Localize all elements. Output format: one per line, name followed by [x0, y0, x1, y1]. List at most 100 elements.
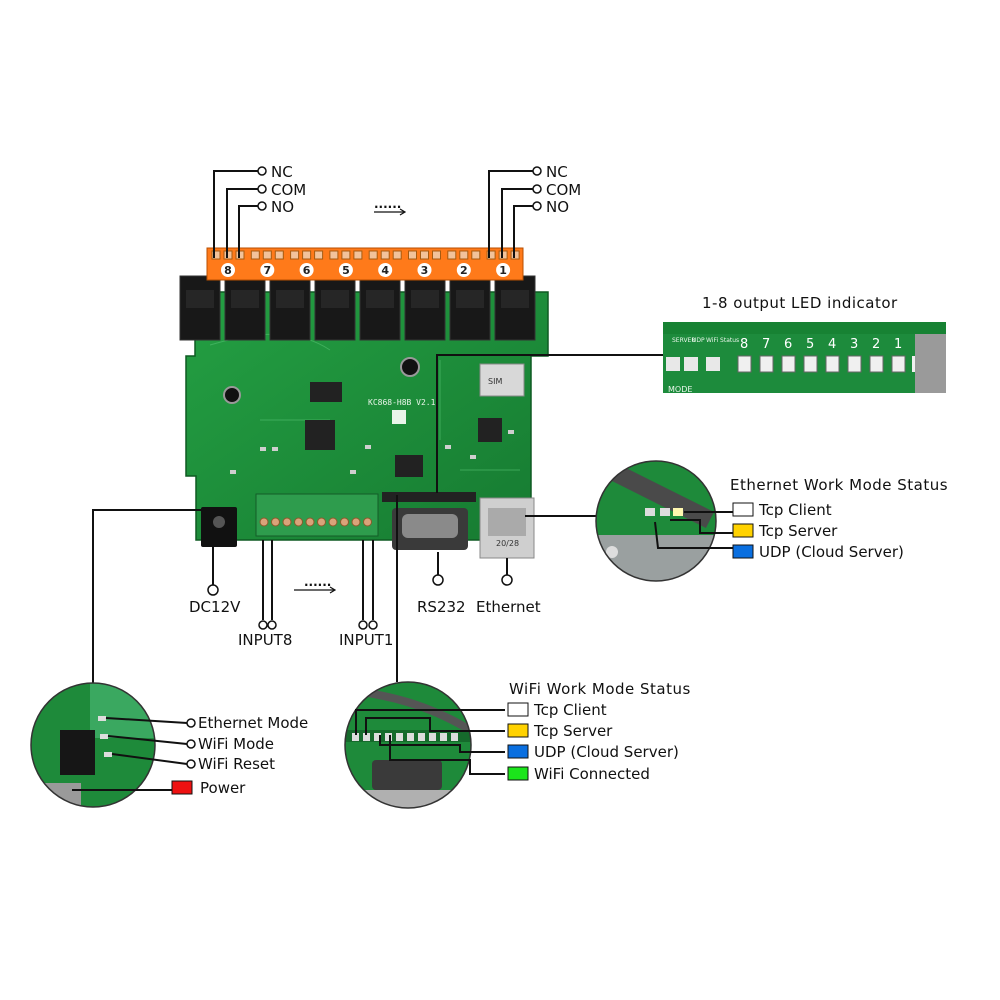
output-led — [912, 356, 915, 372]
rj45-text: 20/28 — [496, 539, 519, 548]
ethernet-status-label: Tcp Client — [758, 501, 832, 519]
output-led-number: 7 — [762, 337, 770, 352]
capacitor — [223, 386, 241, 404]
output-led — [781, 355, 796, 373]
mode-led-point — [186, 759, 196, 769]
relay-number-badge — [456, 263, 471, 277]
terminal-screw — [392, 250, 402, 260]
relay-number-badge — [417, 263, 432, 277]
ethernet-status-label: UDP (Cloud Server) — [759, 543, 904, 561]
mode-leds-lines — [72, 717, 188, 791]
rs232-label: RS232 — [417, 598, 466, 616]
svg-text:WiFi Status: WiFi Status — [706, 337, 739, 344]
input-screw — [351, 517, 361, 527]
mode-leds-callout — [92, 509, 203, 683]
power-color-swatch — [171, 780, 193, 795]
left-no-label: NO — [271, 198, 294, 216]
output-led-number: 6 — [784, 337, 792, 352]
terminal-screw — [341, 250, 351, 260]
ethernet-point — [501, 574, 513, 586]
right-com-label: COM — [546, 181, 581, 199]
terminal-screw — [302, 250, 312, 260]
pin-header — [382, 492, 476, 502]
terminal-screw — [274, 250, 284, 260]
wifi-pin — [374, 733, 381, 741]
ic-chip — [395, 455, 423, 477]
dc-jack — [201, 507, 237, 547]
terminal-screw — [471, 250, 481, 260]
output-led — [759, 355, 774, 373]
input-screw — [340, 517, 349, 527]
terminal-point — [532, 201, 542, 211]
output-led — [803, 355, 818, 373]
wifi-status-title: WiFi Work Mode Status — [509, 680, 691, 698]
input8-point — [258, 620, 268, 630]
output-led — [737, 355, 752, 373]
wifi-pin — [396, 733, 403, 741]
ethernet-status-title: Ethernet Work Mode Status — [730, 476, 948, 494]
input8-label: INPUT8 — [238, 631, 292, 649]
ethernet-status-color-swatch — [732, 544, 754, 559]
relay-label-area — [456, 290, 484, 308]
relay-ellipsis: ...... — [374, 197, 401, 211]
relay-number: 3 — [421, 264, 429, 277]
right-no-label: NO — [546, 198, 569, 216]
input-screw — [271, 517, 280, 527]
input-screw — [328, 517, 338, 527]
relay-label-area — [321, 290, 349, 308]
ethernet-status-lines — [654, 511, 733, 549]
ethernet-status-color-swatch — [732, 502, 754, 517]
terminal-screw — [447, 250, 457, 260]
wifi-status-label: WiFi Connected — [534, 765, 650, 783]
mode-led-label: WiFi Reset — [198, 755, 275, 773]
terminal-screw — [353, 250, 363, 260]
terminal-screw — [380, 250, 390, 260]
input-screw — [259, 517, 269, 527]
relay-number: 4 — [381, 264, 389, 277]
relay-number-badge — [378, 263, 393, 277]
wifi-status-color-swatch — [507, 723, 529, 738]
input-screw — [305, 517, 315, 527]
arrow-right-icon — [374, 208, 407, 216]
wifi-pin — [440, 733, 447, 741]
wifi-pin — [407, 733, 414, 741]
terminal-screw — [498, 250, 508, 260]
terminal-point — [257, 166, 267, 176]
output-led-callout — [436, 354, 663, 493]
inputs-ellipsis: ...... — [304, 575, 331, 589]
output-led-title: 1-8 output LED indicator — [702, 294, 898, 312]
bottom-callout-lines — [212, 540, 508, 620]
relay-number-badge — [221, 263, 235, 277]
output-led-number: 8 — [740, 337, 748, 352]
relay-number-badge — [260, 263, 275, 277]
input-screw — [317, 517, 326, 527]
wifi-pin — [363, 733, 370, 741]
terminal-screw — [459, 250, 469, 260]
terminal-screw — [262, 250, 272, 260]
right-nc-label: NC — [546, 163, 568, 181]
mode-led-label: WiFi Mode — [198, 735, 274, 753]
relay-label-area — [231, 290, 259, 308]
svg-text:SERVER: SERVER — [672, 337, 696, 344]
relay-number: 7 — [263, 264, 271, 277]
wifi-pin — [451, 733, 458, 741]
ethernet-status-magnifier — [596, 461, 716, 581]
terminal-screw — [408, 250, 417, 260]
module-text: SIM — [488, 377, 502, 386]
wifi-status-color-swatch — [507, 766, 529, 781]
board-model-text: KC868-H8B V2.1 — [368, 398, 436, 407]
wifi-pin — [352, 733, 359, 741]
output-led — [891, 355, 906, 373]
dc12v-label: DC12V — [189, 598, 241, 616]
relay-label-area — [276, 290, 304, 308]
terminal-screw — [290, 250, 300, 260]
ethernet-label: Ethernet — [476, 598, 541, 616]
input-screw — [282, 517, 292, 527]
wifi-status-label: Tcp Client — [533, 701, 607, 719]
left-nc-label: NC — [271, 163, 293, 181]
relay-label-area — [186, 290, 214, 308]
wifi-status-label: UDP (Cloud Server) — [534, 743, 679, 761]
wifi-status-label: Tcp Server — [533, 722, 613, 740]
terminal-screw — [314, 250, 324, 260]
